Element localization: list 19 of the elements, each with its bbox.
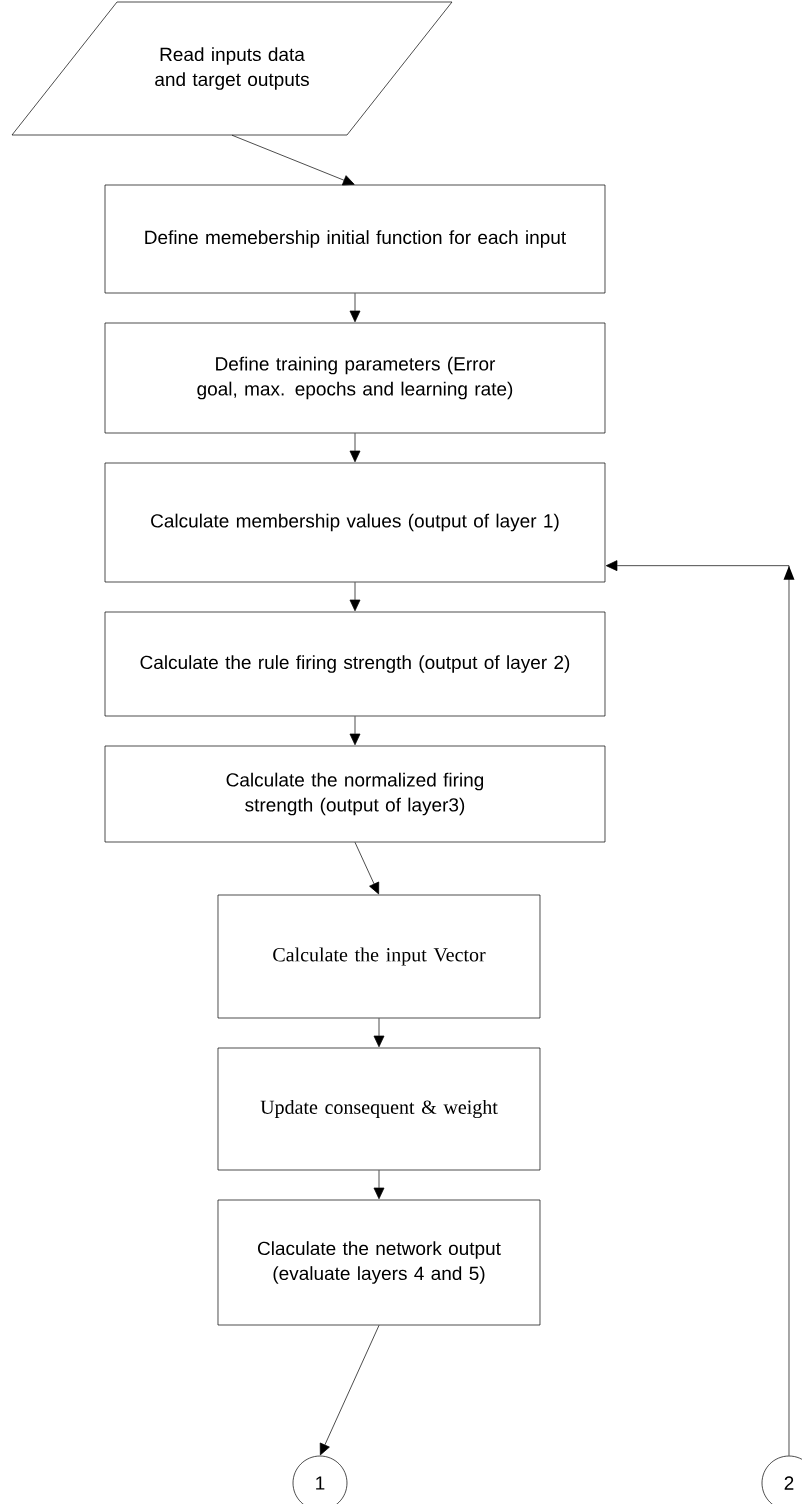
input-parallelogram: Read inputs data and target outputs: [11, 1, 453, 136]
arrow: [349, 433, 361, 463]
process-box: Define memebership initial function for each input: [104, 184, 606, 294]
arrow: [349, 716, 361, 746]
arrow: [319, 1325, 380, 1456]
process-box: Calculate the rule firing strength (output of layer 2): [104, 611, 606, 717]
process-box: Claculate the network output (evaluate layers 4 and 5): [217, 1199, 541, 1326]
process-box: Calculate membership values (output of layer 1): [104, 462, 606, 583]
arrow: [605, 560, 795, 1456]
arrow: [354, 842, 380, 895]
process-box: Update consequent & weight: [217, 1047, 541, 1171]
arrow: [231, 134, 355, 186]
process-box: Calculate the normalized firing strength (output of layer3): [104, 745, 606, 843]
arrow: [373, 1170, 385, 1200]
arrow: [373, 1018, 385, 1048]
arrow: [349, 293, 361, 323]
process-box: Calculate the input Vector: [217, 894, 541, 1019]
process-box: Define training parameters (Error goal, max. epochs and learning rate): [104, 322, 606, 434]
arrow: [349, 582, 361, 612]
